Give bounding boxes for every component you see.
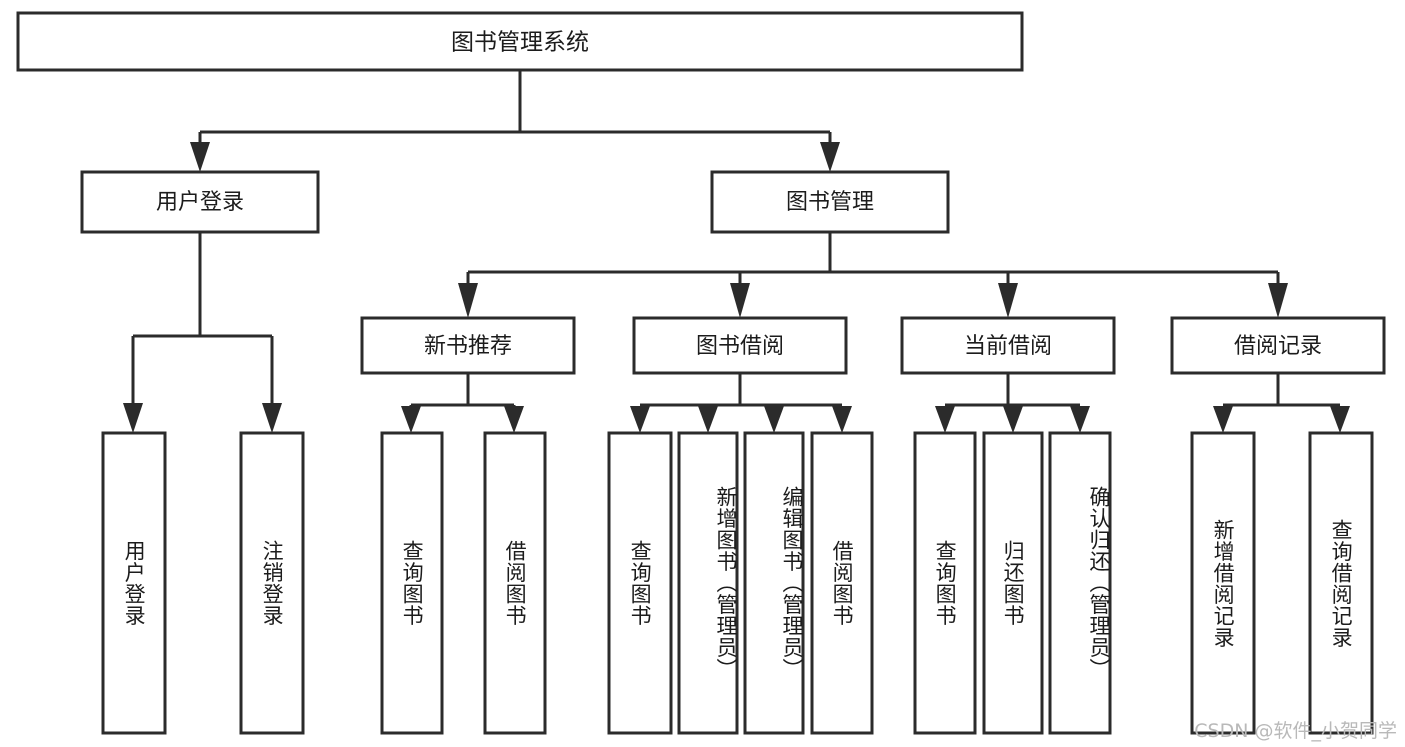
book-borrow-label: 图书借阅: [696, 334, 784, 359]
arrow-to-new-book-recommend: [458, 283, 478, 318]
connector-new-book-to-leaves: [401, 373, 524, 433]
arrow-to-leaf-add-book: [698, 406, 718, 433]
connector-book-borrow-to-leaves: [630, 373, 852, 433]
leaf-box-search-book-c[interactable]: [913, 431, 977, 735]
new-book-recommend-label: 新书推荐: [424, 334, 512, 359]
arrow-to-leaf-search-record: [1330, 406, 1350, 433]
leaf-box-search-book-b[interactable]: [607, 431, 673, 735]
leaf-box-borrow-book-a[interactable]: [483, 431, 547, 735]
arrow-to-leaf-return-book: [1003, 406, 1023, 433]
arrow-to-leaf-search-book-a: [401, 406, 421, 433]
leaf-box-logout[interactable]: [239, 431, 305, 735]
node-root[interactable]: 图书管理系统: [16, 11, 1024, 72]
leaf-box-confirm-return[interactable]: [1048, 431, 1112, 735]
leaf-box-user-login[interactable]: [101, 431, 167, 735]
node-current-borrow[interactable]: 当前借阅: [900, 316, 1116, 375]
borrow-record-label: 借阅记录: [1234, 334, 1322, 359]
arrow-to-leaf-borrow-book-b: [832, 406, 852, 433]
current-borrow-label: 当前借阅: [964, 334, 1052, 359]
arrow-to-book-borrow: [730, 283, 750, 318]
node-book-borrow[interactable]: 图书借阅: [632, 316, 848, 375]
current-borrow-box[interactable]: [900, 316, 1116, 375]
arrow-to-leaf-search-book-c: [935, 406, 955, 433]
arrow-to-borrow-record: [1268, 283, 1288, 318]
leaf-box-add-record[interactable]: [1190, 431, 1256, 735]
connector-book-manage-to-level3: [458, 232, 1288, 318]
leaf-box-edit-book[interactable]: [743, 431, 805, 735]
arrow-to-leaf-add-record: [1213, 406, 1233, 433]
arrow-to-leaf-confirm-return: [1070, 406, 1090, 433]
connector-root-to-level2: [190, 70, 840, 172]
connector-borrow-record-to-leaves: [1213, 373, 1350, 433]
user-login-label: 用户登录: [156, 190, 244, 215]
arrow-to-user-login: [190, 142, 210, 172]
arrow-to-leaf-logout: [262, 403, 282, 433]
new-book-recommend-box[interactable]: [360, 316, 576, 375]
csdn-watermark: CSDN @软件_小贺同学: [1194, 720, 1397, 742]
root-label: 图书管理系统: [451, 30, 589, 56]
arrow-to-leaf-user-login: [123, 403, 143, 433]
leaf-box-add-book[interactable]: [677, 431, 739, 735]
arrow-to-book-manage: [820, 142, 840, 172]
borrow-record-box[interactable]: [1170, 316, 1386, 375]
node-new-book-recommend[interactable]: 新书推荐: [360, 316, 576, 375]
leaf-box-return-book[interactable]: [982, 431, 1044, 735]
node-user-login[interactable]: 用户登录: [80, 170, 320, 234]
connector-current-borrow-to-leaves: [935, 373, 1090, 433]
root-box[interactable]: [16, 11, 1024, 72]
leaf-box-search-book-a[interactable]: [380, 431, 444, 735]
leaf-box-borrow-book-b[interactable]: [810, 431, 874, 735]
arrow-to-leaf-borrow-book-a: [504, 406, 524, 433]
leaf-box-search-record[interactable]: [1308, 431, 1374, 735]
book-manage-label: 图书管理: [786, 190, 874, 215]
connector-user-login-to-leaves: [123, 232, 282, 433]
book-borrow-box[interactable]: [632, 316, 848, 375]
arrow-to-leaf-search-book-b: [630, 406, 650, 433]
node-book-manage[interactable]: 图书管理: [710, 170, 950, 234]
arrow-to-leaf-edit-book: [764, 406, 784, 433]
arrow-to-current-borrow: [998, 283, 1018, 318]
node-borrow-record[interactable]: 借阅记录: [1170, 316, 1386, 375]
book-manage-box[interactable]: [710, 170, 950, 234]
